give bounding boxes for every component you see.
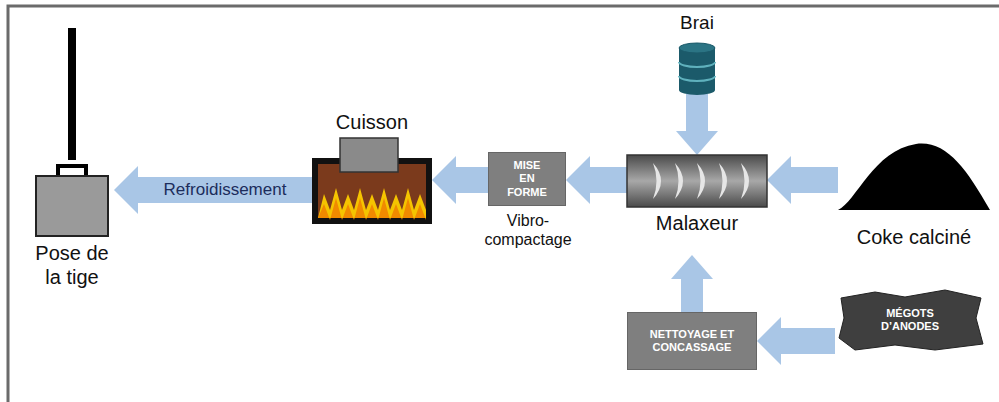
flow-arrow (671, 255, 713, 312)
tank-top (679, 43, 715, 53)
process-box: MISE EN FORMEVibro-compactage (488, 152, 566, 206)
flames-inner (318, 198, 426, 220)
pitch-tank-icon: Brai (662, 8, 732, 94)
mixer-box-shape (627, 155, 767, 207)
node-label: Brai (642, 8, 752, 38)
furnace-icon: Cuisson (312, 108, 432, 224)
screw-flight (719, 163, 727, 199)
coke-pile (838, 144, 990, 210)
flow-arrow (757, 317, 835, 365)
arrow-head (767, 156, 791, 204)
arrow-shaft (681, 279, 703, 312)
rod (68, 28, 76, 160)
arrow-head (566, 156, 590, 204)
arrow-shaft (686, 94, 708, 131)
arrow-shaft (791, 167, 838, 193)
box-label: MISE EN FORME (489, 153, 565, 205)
baked-anode (340, 138, 398, 172)
node-label: Vibro-compactage (478, 211, 578, 249)
process-box: NETTOYAGE ET CONCASSAGE (627, 312, 757, 370)
mixer-box: Malaxeur (627, 155, 767, 207)
arrow-head (671, 255, 713, 279)
arrow-shaft (138, 177, 312, 203)
anode-block (36, 176, 108, 236)
arrow-head (432, 156, 456, 204)
flow-arrow (114, 166, 312, 214)
node-label: Malaxeur (627, 211, 767, 235)
node-label: Coke calciné (838, 220, 990, 254)
box-label: NETTOYAGE ET CONCASSAGE (628, 313, 756, 369)
arrow-shaft (590, 167, 627, 193)
mixer-body (627, 155, 767, 207)
screw-flight (653, 163, 661, 199)
flow-arrow (676, 94, 718, 155)
arrow-head (114, 166, 138, 214)
screw-flight (697, 163, 705, 199)
butts-blob: MÉGOTS D’ANODES (835, 288, 985, 352)
node-label: Pose de la tige (30, 238, 114, 292)
flow-arrow (767, 156, 838, 204)
edge-label: Refroidissement (162, 180, 289, 200)
coke-pile-icon: Coke calciné (838, 138, 990, 254)
box-label: MÉGOTS D’ANODES (835, 288, 985, 352)
arrow-head (757, 317, 781, 365)
flow-arrow (566, 156, 627, 204)
frame-border (8, 6, 999, 402)
tank-body (679, 48, 715, 95)
butts-shape (839, 290, 983, 350)
arrow-head (676, 131, 718, 155)
screw-flight (741, 163, 749, 199)
node-label: Cuisson (292, 108, 452, 136)
tank-band (679, 76, 715, 81)
arrow-shaft (456, 167, 488, 193)
arrow-shaft (781, 328, 835, 354)
anode-rod-icon: Pose de la tige (30, 28, 114, 292)
screw-flight (675, 163, 683, 199)
tank-band (679, 62, 715, 67)
flow-arrow (432, 156, 488, 204)
